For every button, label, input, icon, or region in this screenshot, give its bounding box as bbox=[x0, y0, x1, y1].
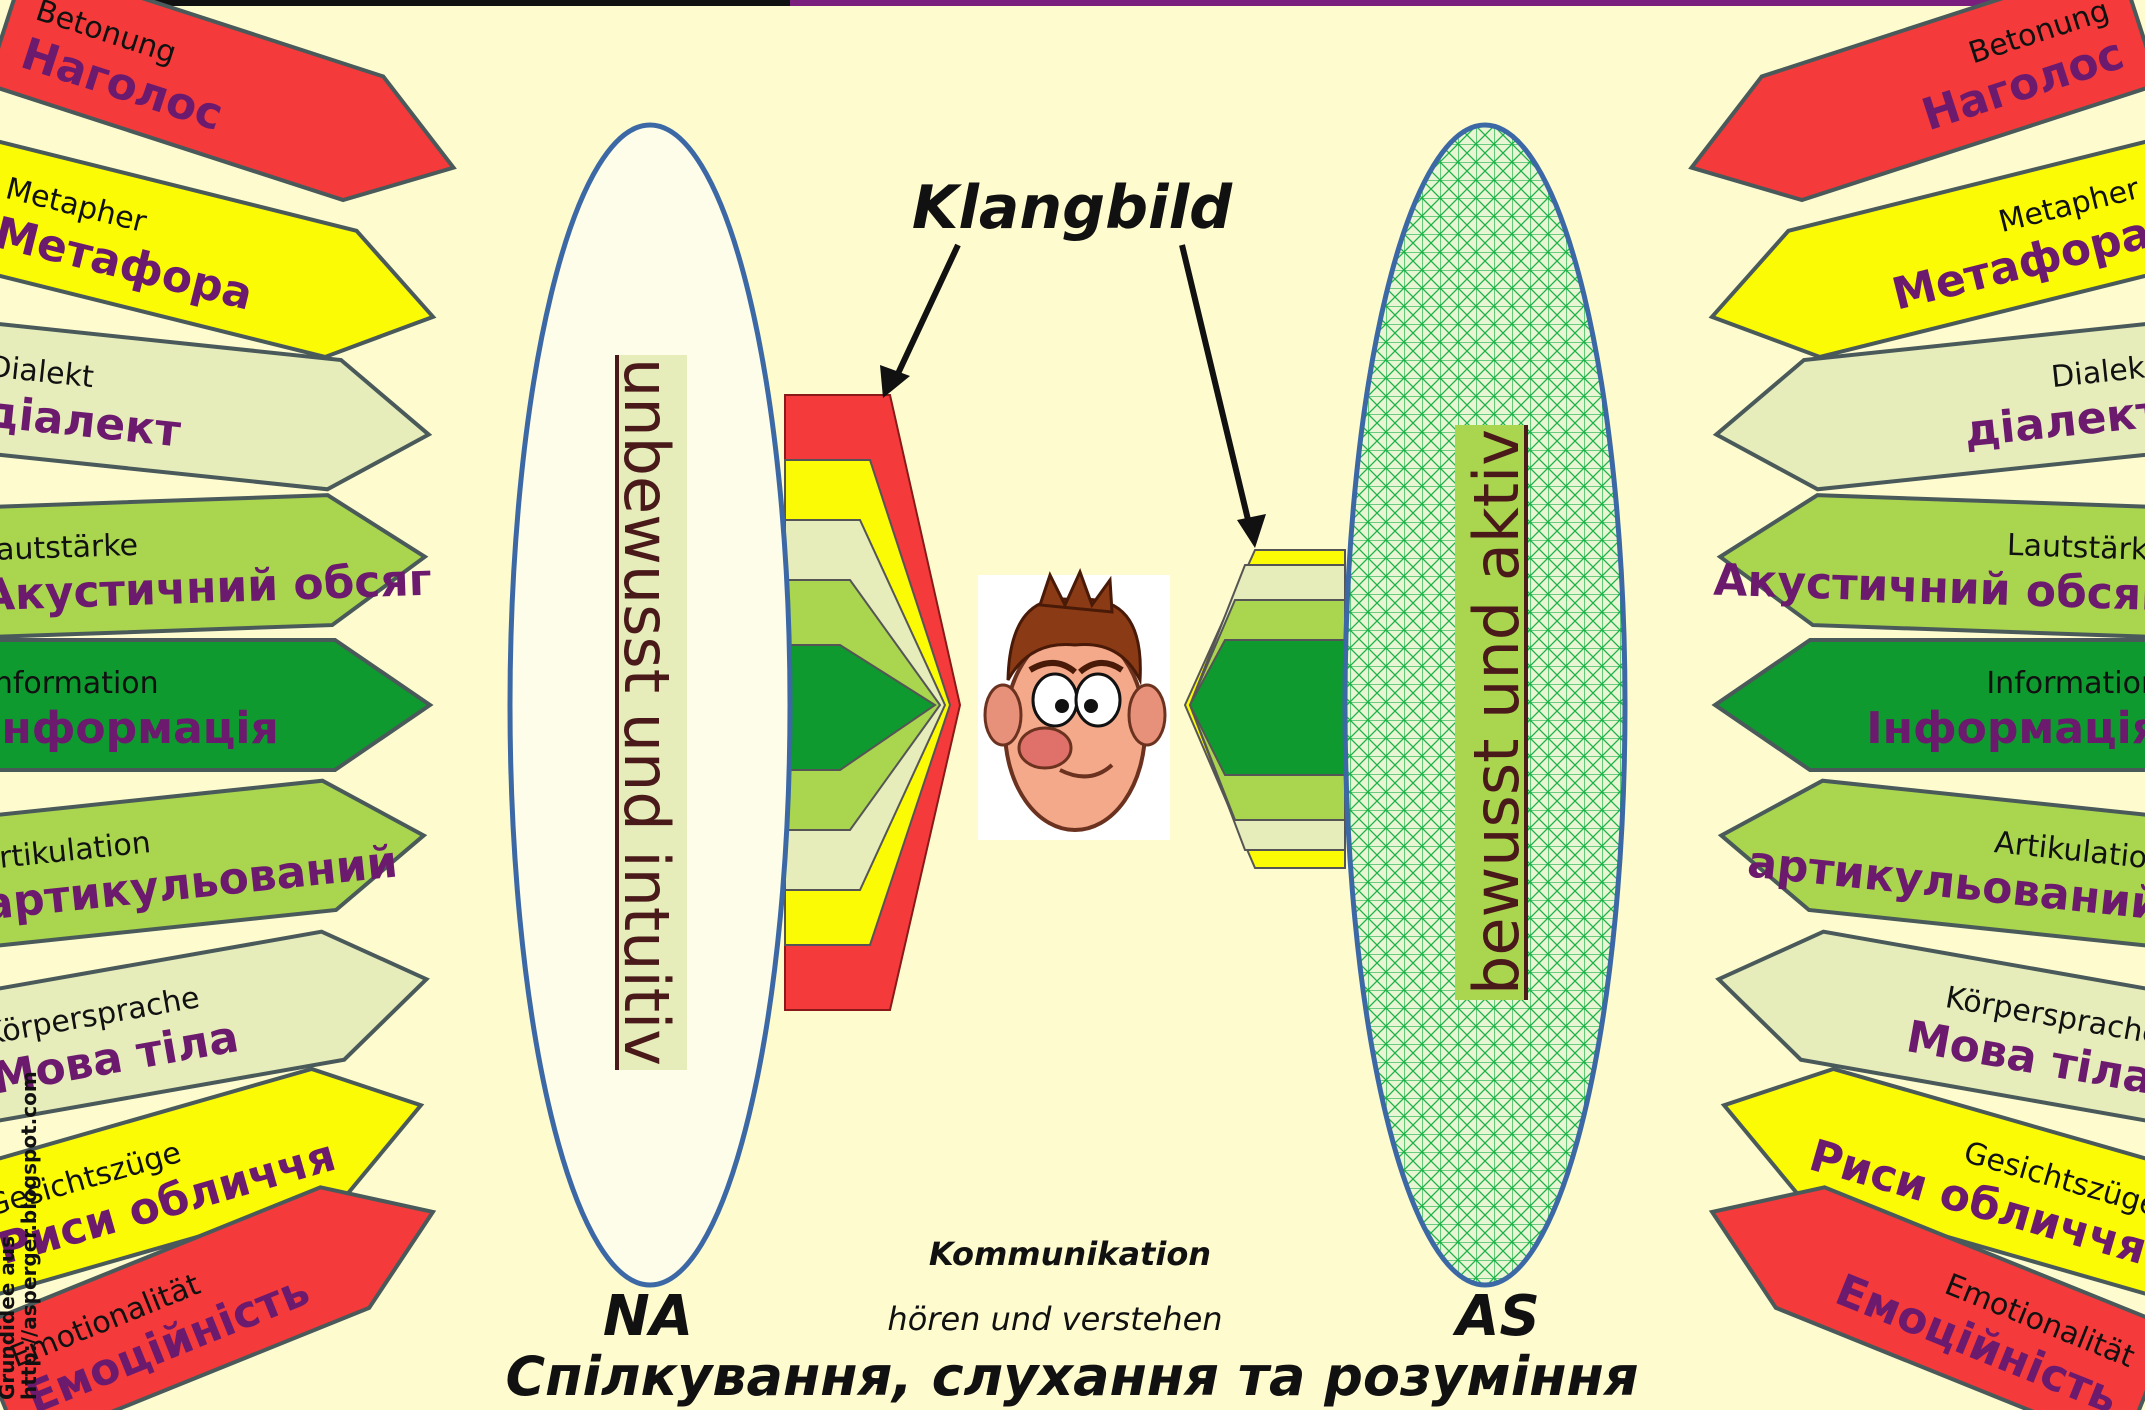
left-tag-shape-9 bbox=[0, 1185, 437, 1410]
right-tag-shape-3 bbox=[1712, 318, 2145, 492]
right-ellipse-label: bewusst und aktiv bbox=[1460, 429, 1533, 995]
credit-line1: Grundidee aus bbox=[0, 1236, 19, 1400]
right-tag-shape-2 bbox=[1708, 137, 2145, 360]
left-tag-group: BetonungНаголосMetapherМетафораDialektді… bbox=[0, 0, 457, 1410]
right-tag-de-5: Information bbox=[1986, 666, 2145, 701]
hoeren-label: hören und verstehen bbox=[887, 1300, 1222, 1338]
left-tag-shape-4 bbox=[0, 493, 429, 641]
klangbild-label: Klangbild bbox=[912, 173, 1233, 243]
klangbild-arrow-right bbox=[1179, 244, 1253, 529]
left-ellipse-label: unbewusst und intuitiv bbox=[610, 358, 683, 1066]
left-tag-shape-8 bbox=[0, 1066, 425, 1300]
left-tag-shape-2 bbox=[0, 137, 437, 360]
left-tag-shape-1 bbox=[0, 0, 457, 203]
right-tag-group: BetonungНаголосMetapherМетафораDialektді… bbox=[1688, 0, 2145, 1410]
left-tag-shape-7 bbox=[0, 929, 430, 1128]
left-tag-shape-5 bbox=[0, 638, 434, 772]
left-tag-ua-5: Інформація bbox=[0, 703, 279, 754]
right-ellipse-label-bg bbox=[1455, 425, 1527, 1000]
top-bar-black bbox=[110, 0, 790, 6]
credit-line2: http://asperger.blogspot.com bbox=[17, 1071, 41, 1400]
left-tag-shape-6 bbox=[0, 778, 428, 952]
na-label: NA bbox=[603, 1284, 693, 1349]
right-tag-de-4: Lautstärke bbox=[2006, 528, 2145, 569]
left-sound-stack bbox=[784, 394, 962, 1011]
right-sound-stack bbox=[1183, 549, 1346, 869]
kommunikation-label: Kommunikation bbox=[929, 1235, 1211, 1273]
right-tag-shape-6 bbox=[1717, 778, 2145, 952]
right-tag-shape-1 bbox=[1688, 0, 2145, 203]
top-bar-purple bbox=[790, 0, 2030, 6]
right-tag-shape-5 bbox=[1711, 638, 2145, 772]
right-tag-shape-4 bbox=[1716, 493, 2145, 641]
left-ellipse-label-bg bbox=[615, 355, 687, 1070]
as-label: AS bbox=[1452, 1284, 1540, 1349]
left-tag-shape-3 bbox=[0, 318, 433, 492]
left-tag-de-4: Lautstärke bbox=[0, 528, 139, 569]
right-tag-shape-9 bbox=[1708, 1185, 2145, 1410]
bottom-ua-caption: Спілкування, слухання та розуміння bbox=[506, 1345, 1639, 1408]
left-tag-de-5: Information bbox=[0, 666, 159, 701]
right-tag-ua-5: Інформація bbox=[1866, 703, 2145, 754]
cartoon-face-icon bbox=[978, 568, 1170, 840]
right-tag-shape-8 bbox=[1720, 1066, 2145, 1300]
right-tag-shape-7 bbox=[1715, 929, 2145, 1128]
klangbild-arrow-left bbox=[892, 243, 961, 382]
